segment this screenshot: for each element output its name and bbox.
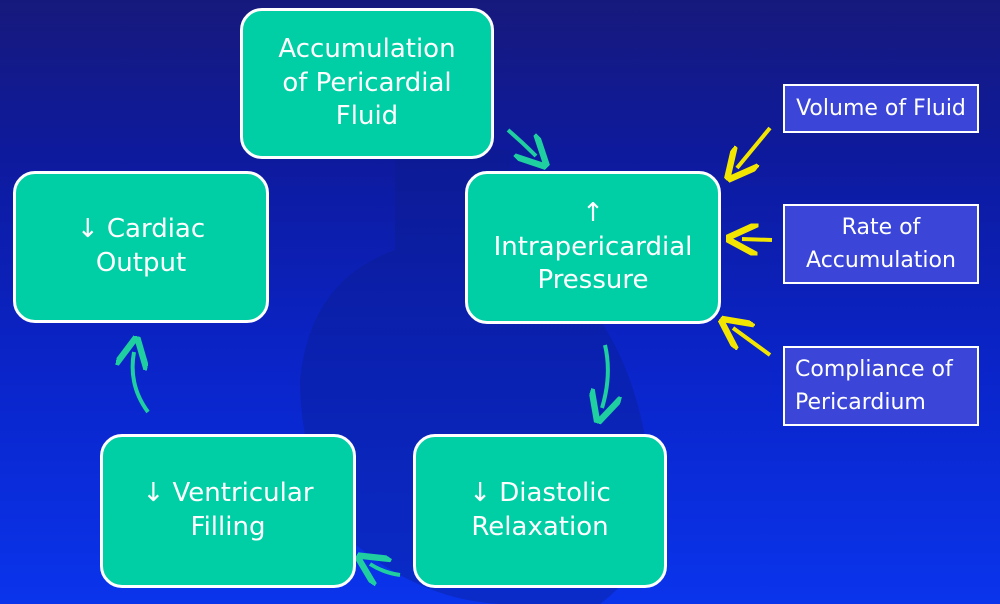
- arrow-pressure-to-diastolic: [602, 344, 608, 408]
- node-diastolic-relaxation: ↓ Diastolic Relaxation: [413, 434, 667, 588]
- arrow-ventricular-to-cardiac: [133, 352, 148, 414]
- factor-rate-label: Rate of Accumulation: [806, 215, 956, 273]
- arrow-diastolic-to-ventricular: [370, 564, 401, 575]
- factor-volume-label: Volume of Fluid: [796, 96, 966, 121]
- node-accumulation-label: Accumulation of Pericardial Fluid: [278, 33, 456, 132]
- factor-compliance-of-pericardium: Compliance of Pericardium: [783, 346, 979, 426]
- arrow-volume-to-pressure: [737, 126, 772, 168]
- node-pressure-label: ↑ Intrapericardial Pressure: [493, 197, 693, 296]
- factor-rate-of-accumulation: Rate of Accumulation: [783, 204, 979, 284]
- node-cardiac-output: ↓ Cardiac Output: [13, 171, 269, 323]
- factor-compliance-label: Compliance of Pericardium: [795, 357, 953, 415]
- arrow-compliance-to-pressure: [733, 328, 772, 357]
- node-ventricular-filling: ↓ Ventricular Filling: [100, 434, 356, 588]
- node-accumulation-of-pericardial-fluid: Accumulation of Pericardial Fluid: [240, 8, 494, 159]
- node-diastolic-label: ↓ Diastolic Relaxation: [469, 478, 611, 542]
- arrow-rate-to-pressure: [742, 239, 773, 240]
- factor-volume-of-fluid: Volume of Fluid: [783, 84, 979, 133]
- node-cardiac-label: ↓ Cardiac Output: [76, 214, 206, 278]
- node-intrapericardial-pressure: ↑ Intrapericardial Pressure: [465, 171, 721, 324]
- arrow-accumulation-to-pressure: [506, 128, 536, 156]
- node-ventricular-label: ↓ Ventricular Filling: [142, 478, 314, 542]
